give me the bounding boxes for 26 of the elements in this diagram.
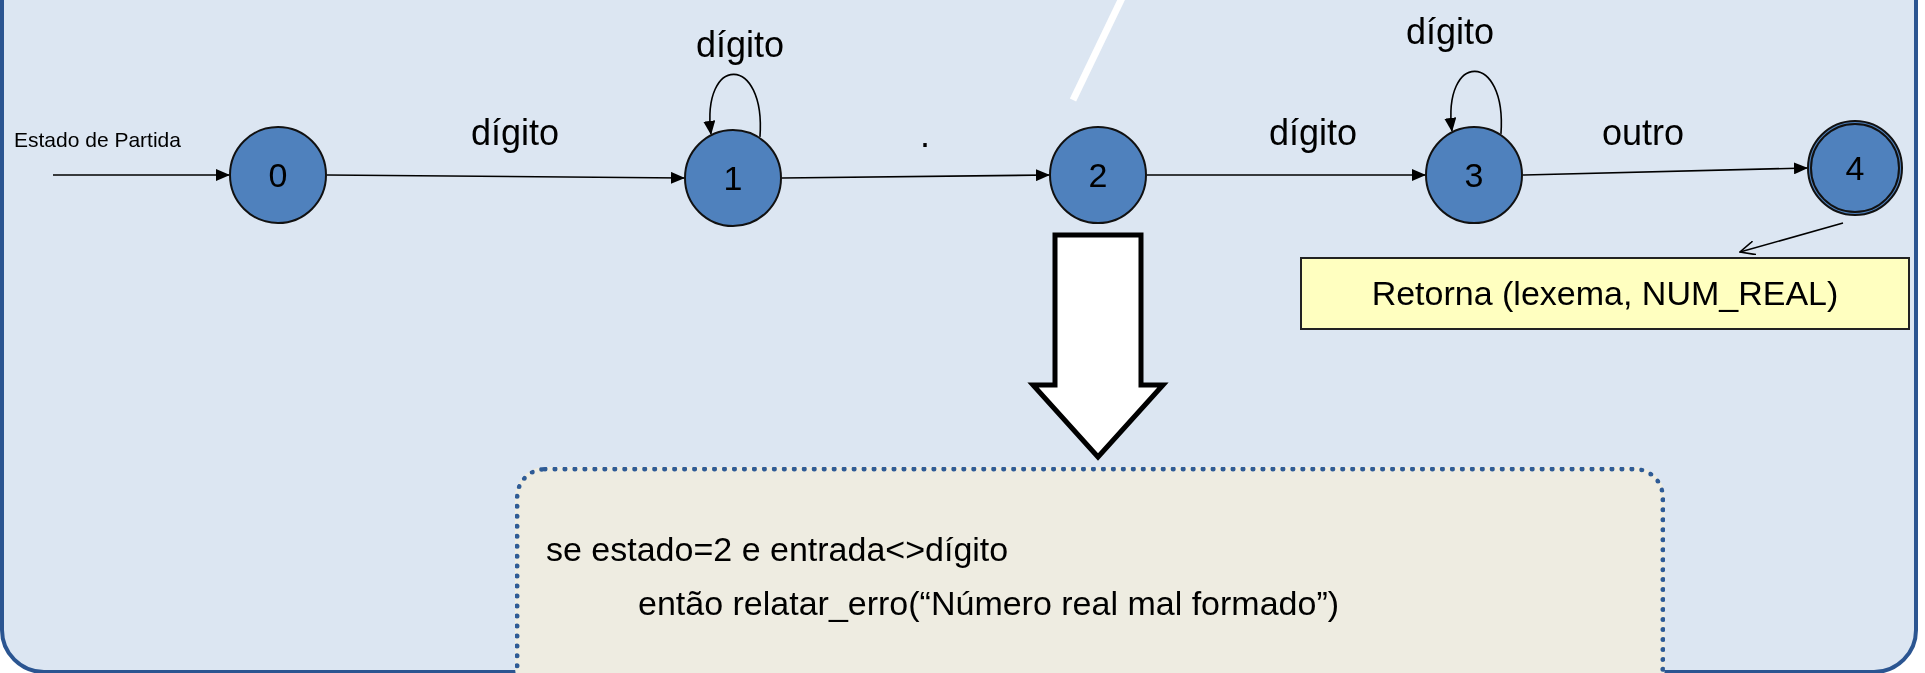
block-arrow — [1027, 232, 1169, 461]
state-number: 2 — [1088, 155, 1108, 195]
arrow — [52, 169, 230, 181]
start-label: Estado de Partida — [14, 128, 181, 152]
arrow — [326, 171, 685, 184]
note-text: Retorna (lexema, NUM_REAL) — [1371, 274, 1839, 313]
condition-text: então relatar_erro(“Número real mal formado”) — [637, 583, 1341, 624]
arrow — [1522, 162, 1808, 176]
note-box — [1300, 257, 1910, 330]
state-number: 3 — [1464, 155, 1484, 195]
state-number: 0 — [268, 155, 288, 195]
condition-text: se estado=2 e entrada<>dígito — [546, 529, 1010, 570]
edge-label: dígito — [1405, 11, 1495, 53]
arrow — [1445, 70, 1502, 135]
state-number: 4 — [1845, 148, 1865, 188]
arrow — [781, 169, 1050, 182]
arrow — [704, 73, 761, 138]
state-number: 1 — [723, 158, 743, 198]
edge-label: dígito — [695, 24, 785, 66]
edge-label: . — [920, 114, 930, 156]
edge-label: dígito — [1268, 112, 1358, 154]
condition-box — [515, 467, 1665, 673]
arrow — [1146, 169, 1426, 181]
edge-label: dígito — [470, 112, 560, 154]
leader-arrow — [1739, 222, 1844, 256]
edge-label: outro — [1601, 112, 1685, 154]
